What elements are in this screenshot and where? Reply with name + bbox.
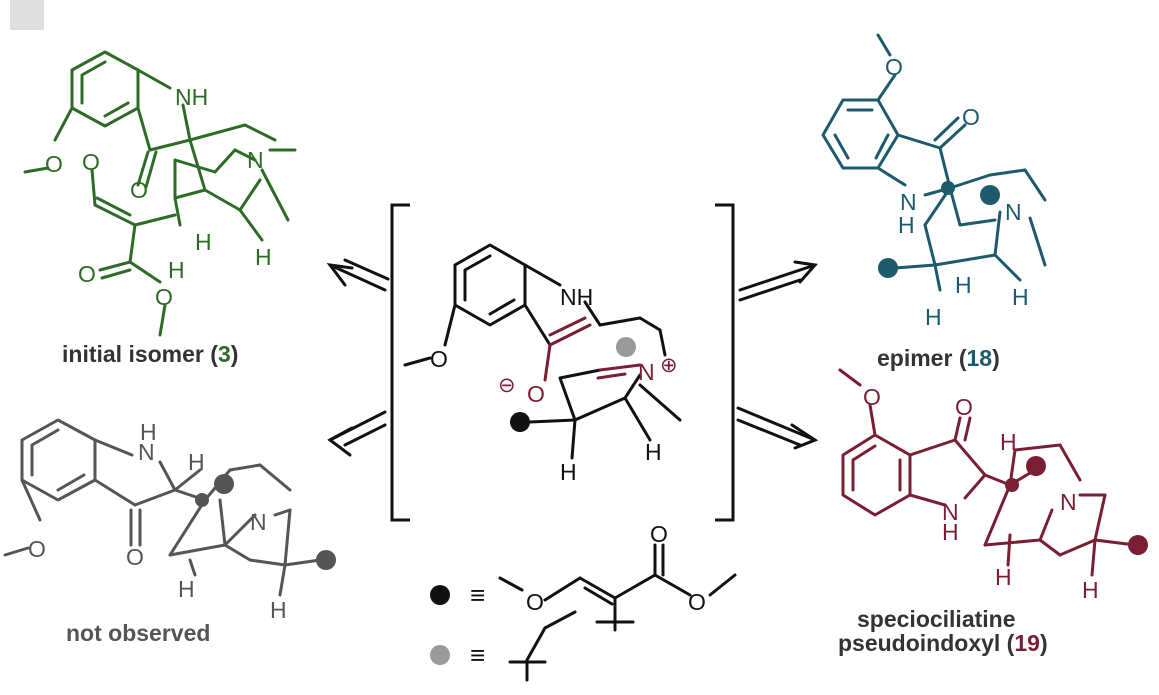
label-initial-number: 3 — [217, 341, 231, 367]
atoms-epimer: O O N H N H H H — [885, 54, 1029, 330]
svg-text:O: O — [526, 589, 544, 615]
label-specio-text: pseudoindoxyl ( — [838, 630, 1015, 656]
svg-text:H: H — [195, 229, 212, 255]
label-initial-isomer: initial isomer (3) — [62, 342, 238, 366]
svg-text:O: O — [962, 104, 980, 130]
svg-text:O: O — [126, 544, 144, 570]
svg-text:N: N — [138, 439, 155, 465]
svg-text:O: O — [430, 346, 448, 372]
corner-mark — [10, 0, 44, 30]
black-dot-marker — [510, 412, 530, 432]
svg-text:O: O — [885, 54, 903, 80]
stereocenter-dot — [941, 181, 955, 195]
label-not-observed: not observed — [66, 620, 211, 646]
legend-equiv-1: ≡ — [470, 580, 485, 610]
svg-text:NH: NH — [175, 84, 208, 110]
gray-dot-marker — [616, 337, 636, 357]
atoms-zwitterion: NH O H H — [430, 284, 662, 485]
black-dot-marker — [316, 550, 336, 570]
structure-epimer — [821, 33, 1047, 292]
svg-text:H: H — [645, 439, 662, 465]
label-epimer-text: epimer ( — [877, 345, 967, 371]
svg-text:O: O — [863, 384, 881, 410]
svg-text:H: H — [925, 304, 942, 330]
svg-text:NH: NH — [560, 284, 593, 310]
svg-text:N: N — [942, 499, 959, 525]
svg-text:H: H — [1082, 577, 1099, 603]
label-epimer-close: ) — [992, 345, 1000, 371]
label-specio-line2: pseudoindoxyl (19) — [838, 631, 1048, 655]
atoms-initial-isomer: NH O O O N H H H O O — [45, 84, 272, 310]
svg-text:O: O — [78, 261, 96, 287]
structure-initial-isomer — [23, 50, 297, 337]
svg-text:N: N — [247, 147, 264, 173]
structure-speciociliatine — [838, 368, 1137, 577]
svg-text:H: H — [140, 419, 157, 445]
svg-text:H: H — [955, 272, 972, 298]
svg-text:⊕: ⊕ — [660, 354, 678, 377]
svg-text:O: O — [28, 536, 46, 562]
svg-text:H: H — [1012, 284, 1029, 310]
stereocenter-dot — [1005, 478, 1019, 492]
gray-dot-marker — [980, 185, 1000, 205]
label-initial-close: ) — [230, 341, 239, 367]
label-epimer: epimer (18) — [877, 346, 1000, 370]
brackets — [390, 203, 735, 522]
svg-text:O: O — [82, 149, 100, 175]
atoms-zwitterion-charged: O ⊖ N ⊕ — [498, 354, 678, 407]
svg-text:H: H — [942, 519, 959, 545]
svg-text:O: O — [688, 589, 706, 615]
svg-text:H: H — [255, 244, 272, 270]
legend-structures — [498, 543, 737, 682]
svg-text:H: H — [168, 257, 185, 283]
svg-text:O: O — [650, 521, 668, 547]
legend-atoms: O O O — [526, 521, 706, 615]
svg-text:O: O — [955, 394, 973, 420]
black-dot-marker — [1128, 535, 1148, 555]
black-dot-marker — [878, 258, 898, 278]
svg-text:O: O — [130, 177, 148, 203]
svg-text:H: H — [898, 212, 915, 238]
label-initial-text: initial isomer ( — [62, 341, 218, 367]
atoms-speciociliatine: O O H N H N H H — [863, 384, 1099, 603]
svg-text:H: H — [188, 449, 205, 475]
gray-dot-marker — [1026, 456, 1046, 476]
svg-text:N: N — [638, 359, 655, 385]
structure-not-observed — [3, 418, 322, 597]
svg-text:H: H — [995, 564, 1012, 590]
legend-gray-dot — [430, 645, 450, 665]
svg-text:H: H — [560, 459, 577, 485]
stereocenter-dot — [195, 493, 209, 507]
label-epimer-number: 18 — [966, 345, 993, 371]
svg-text:H: H — [270, 597, 287, 623]
svg-text:N: N — [900, 189, 917, 215]
svg-text:O: O — [45, 151, 63, 177]
svg-text:H: H — [178, 576, 195, 602]
structure-zwitterion — [403, 243, 682, 460]
label-specio-number: 19 — [1014, 630, 1040, 656]
label-specio-close: ) — [1039, 630, 1048, 656]
equilibrium-arrows — [326, 258, 819, 457]
svg-text:H: H — [1000, 429, 1017, 455]
label-specio-line1: speciociliatine — [857, 606, 1016, 632]
svg-text:⊖: ⊖ — [498, 374, 516, 397]
svg-text:O: O — [155, 284, 173, 310]
svg-text:N: N — [1005, 199, 1022, 225]
svg-text:O: O — [527, 381, 545, 407]
legend-equiv-2: ≡ — [470, 640, 485, 670]
legend-black-dot — [430, 585, 450, 605]
atoms-not-observed: H N H O O N H H — [28, 419, 287, 623]
svg-text:N: N — [1060, 489, 1077, 515]
zwitterion-maroon-bonds — [543, 316, 642, 382]
svg-text:N: N — [250, 509, 267, 535]
black-dot-marker — [214, 474, 234, 494]
